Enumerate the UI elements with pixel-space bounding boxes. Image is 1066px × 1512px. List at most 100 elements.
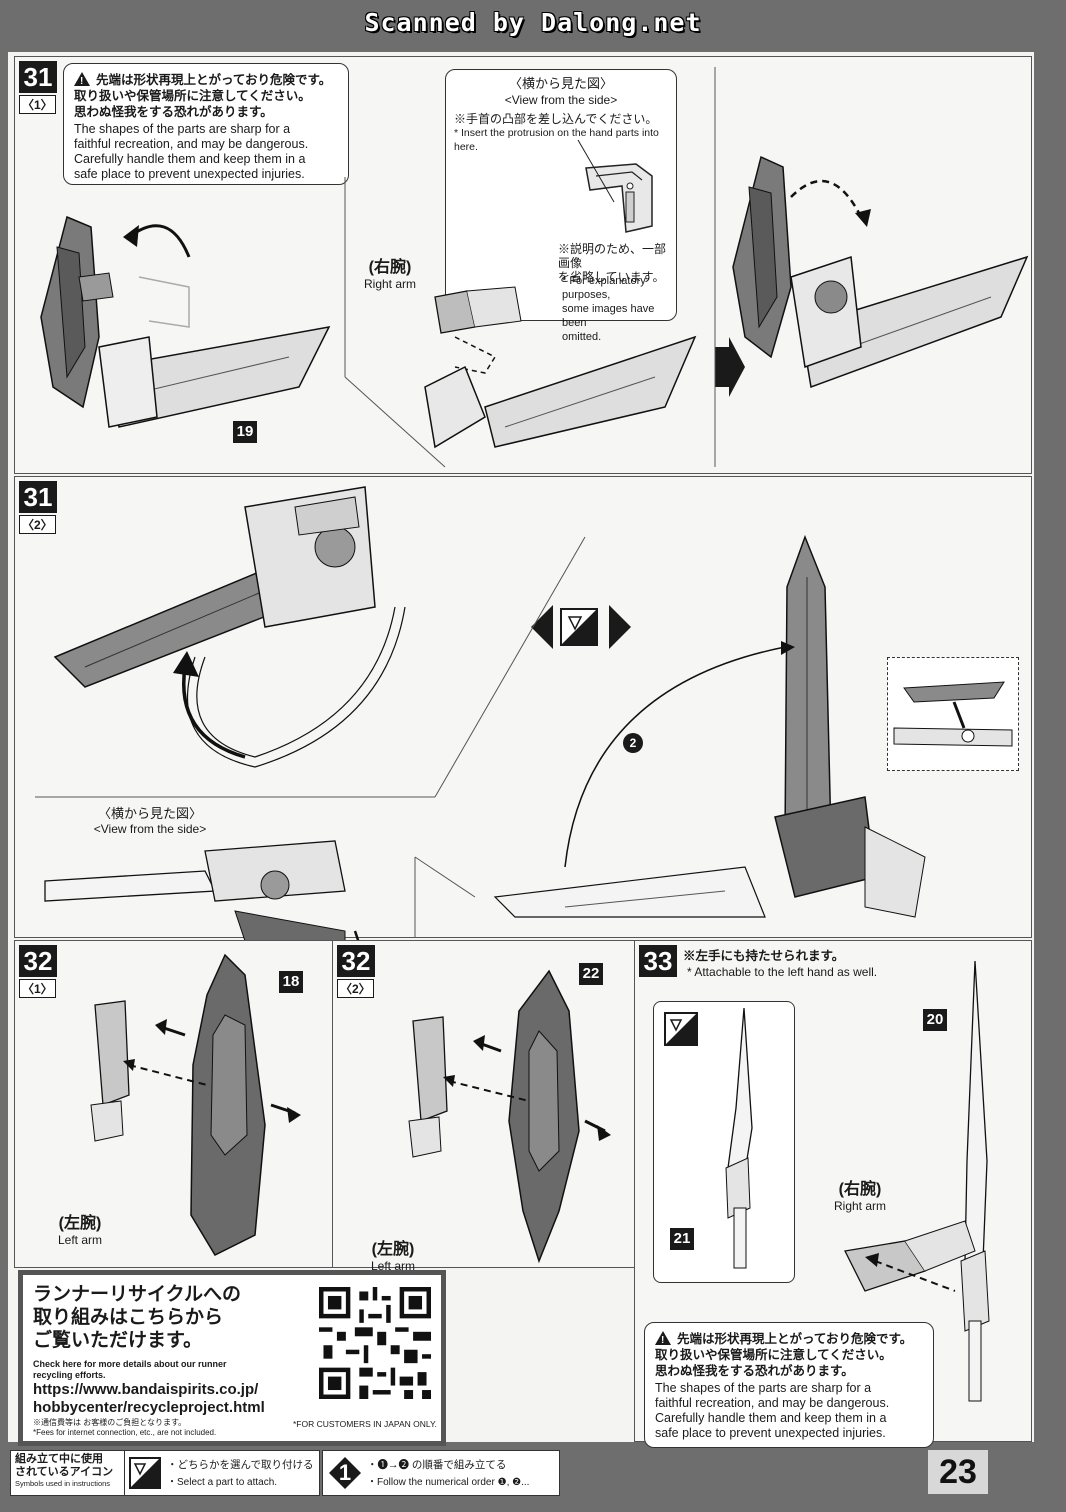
left-arm-en-2: Left arm: [370, 1259, 415, 1273]
warning2-jp-1: 先端は形状再現上とがっており危険です。: [677, 1332, 913, 1346]
spear-short-illustration: [725, 1007, 753, 1269]
order-2: 2: [623, 733, 643, 753]
right-arm-jp-33: (右腕): [838, 1181, 882, 1198]
hand-socket-illustration: [585, 163, 653, 233]
side-view-en-2: <View from the side>: [93, 822, 207, 836]
side-view-jp-2: 〈横から見た図〉: [97, 806, 202, 821]
warning-jp-1: 先端は形状再現上とがっており危険です。: [96, 73, 332, 87]
omit-note-jp-1: ※説明のため、一部画像: [558, 242, 667, 270]
shield-attach-illustration-2: [408, 969, 611, 1264]
right-arm-jp: (右腕): [368, 259, 412, 276]
detail-inset: [887, 657, 1019, 771]
shield-sword-illustration-1: [40, 215, 331, 428]
insert-note-jp: ※手首の凸部を差し込んでください。: [454, 112, 658, 126]
panel-dividers: [344, 67, 716, 468]
part-number-21: 21: [670, 1228, 694, 1250]
step-number: 33: [639, 945, 677, 977]
symbols-legend: 組み立て中に使用 されているアイコン Symbols used in instr…: [10, 1450, 126, 1496]
select-icon: [129, 1457, 161, 1489]
side-view-callout: 〈横から見た図〉 <View from the side> ※手首の凸部を差し込…: [445, 69, 677, 343]
omit-note-jp-2: を省略しています。: [558, 270, 665, 284]
recycle-fee-1: ※通信費等は お客様のご負担となります。: [33, 1418, 187, 1427]
left-arm-en-1: Left arm: [57, 1233, 102, 1247]
part-number-19: 19: [233, 421, 257, 443]
next-arrow: [715, 337, 745, 397]
part-number-22: 22: [579, 963, 603, 985]
side-view-en: <View from the side>: [504, 93, 618, 107]
recycle-title-3: ご覧いただけます。: [33, 1329, 203, 1351]
right-arm-label: (右腕) Right arm: [355, 253, 425, 291]
right-arm-en: Right arm: [363, 277, 416, 291]
warning2-en-1: The shapes of the parts are sharp for a: [655, 1381, 872, 1395]
qr-code[interactable]: [319, 1287, 431, 1399]
part-number-20: 20: [923, 1009, 947, 1031]
right-arm-en-33: Right arm: [833, 1199, 886, 1213]
select-icon-swap: [531, 605, 631, 649]
warning2-en-3: Carefully handle them and keep them in a: [655, 1411, 887, 1425]
watermark: Scanned by Dalong.net: [364, 8, 702, 37]
recycle-check-1: Check here for more details about our ru…: [33, 1359, 227, 1369]
step-32-2-panel: 32 〈2〉 22 (左腕) Left arm: [332, 940, 636, 1273]
recycle-box: ランナーリサイクルへの 取り組みはこちらから ご覧いただけます。 Check h…: [18, 1270, 446, 1446]
part-number-18: 18: [279, 971, 303, 993]
select-icon-small: [664, 1012, 698, 1046]
order-en: ・Follow the numerical order ❶, ❷...: [367, 1477, 530, 1488]
omit-note-en-3: omitted.: [562, 331, 602, 343]
recycle-url-2[interactable]: hobbycenter/recycleproject.html: [33, 1399, 265, 1416]
side-view-label-2: 〈横から見た図〉 <View from the side>: [55, 803, 245, 836]
symbols-en: Symbols used in instructions: [15, 1479, 111, 1488]
leader-line: [577, 139, 615, 203]
assembled-sword-illustration: [732, 155, 1029, 389]
recycle-title-1: ランナーリサイクルへの: [33, 1283, 242, 1305]
step-sub-number: 〈1〉: [19, 979, 56, 998]
warning-jp-3: 思わぬ怪我をする恐れがあります。: [74, 105, 273, 119]
warning-icon: !: [74, 72, 90, 87]
warning-icon-2: !: [655, 1331, 671, 1346]
symbols-jp-2: されているアイコン: [15, 1466, 114, 1478]
recycle-url-1[interactable]: https://www.bandaispirits.co.jp/: [33, 1381, 259, 1398]
step-sub-number: 〈2〉: [337, 979, 374, 998]
select-jp: ・どちらかを選んで取り付ける: [167, 1459, 314, 1471]
omit-note-en-2: some images have been: [562, 303, 655, 329]
warning-en-4: safe place to prevent unexpected injurie…: [74, 167, 305, 181]
left-arm-jp-1: (左腕): [58, 1215, 102, 1232]
sword-rotation-illustration: [53, 486, 406, 768]
step-number: 32: [337, 945, 375, 977]
step-sub-number: 〈1〉: [19, 95, 56, 114]
warning-box-2: ! 先端は形状再現上とがっており危険です。 取り扱いや保管場所に注意してください。…: [644, 1322, 934, 1448]
select-legend: ・どちらかを選んで取り付ける ・Select a part to attach.: [124, 1450, 320, 1496]
warning2-jp-3: 思わぬ怪我をする恐れがあります。: [655, 1364, 854, 1378]
symbols-jp-1: 組み立て中に使用: [15, 1453, 103, 1465]
recycle-url[interactable]: https://www.bandaispirits.co.jp/ hobbyce…: [33, 1381, 265, 1417]
warning2-jp-2: 取り扱いや保管場所に注意してください。: [655, 1348, 892, 1362]
instruction-page: 31 〈1〉 ! 先端は形状再現上とがっており危険です。 取り扱いや保管場所に注意…: [8, 52, 1034, 1448]
recycle-fee-2: *Fees for internet connection, etc., are…: [33, 1428, 217, 1437]
warning-en-3: Carefully handle them and keep them in a: [74, 152, 306, 166]
warning-en: The shapes of the parts are sharp for a …: [74, 122, 338, 182]
step-32-1-panel: 32 〈1〉 18 (左腕) Left arm: [14, 940, 334, 1268]
left-arm-label-2: (左腕) Left arm: [353, 1235, 433, 1273]
step-number: 31: [19, 481, 57, 513]
warning-en-1: The shapes of the parts are sharp for a: [74, 122, 291, 136]
omit-note-en-1: * For explanatory purposes,: [562, 275, 646, 301]
footer-bar: 組み立て中に使用 されているアイコン Symbols used in instr…: [0, 1448, 1066, 1512]
step33-note-jp: ※左手にも持たせられます。: [683, 949, 845, 963]
side-view-jp: 〈横から見た図〉: [508, 76, 613, 91]
shield-attach-illustration: [90, 953, 301, 1256]
order-jp: ・❶→❷ の順番で組み立てる: [367, 1459, 507, 1471]
inset-illustration: [893, 681, 1013, 747]
warning-en-2: faithful recreation, and may be dangerou…: [74, 137, 309, 151]
left-arm-jp-2: (左腕): [371, 1241, 415, 1258]
right-arm-label-33: (右腕) Right arm: [815, 1175, 905, 1213]
spear-long-illustration: [960, 960, 990, 1402]
insert-note-en: * Insert the protrusion on the hand part…: [454, 127, 659, 153]
left-arm-label-1: (左腕) Left arm: [35, 1209, 125, 1247]
warning-jp-2: 取り扱いや保管場所に注意してください。: [74, 89, 311, 103]
japan-only-note: *FOR CUSTOMERS IN JAPAN ONLY.: [293, 1419, 437, 1429]
warning2-en-2: faithful recreation, and may be dangerou…: [655, 1396, 890, 1410]
step-number: 31: [19, 61, 57, 93]
sword-upright-illustration: [493, 534, 926, 958]
recycle-check-2: recycling efforts.: [33, 1370, 106, 1380]
step33-note-en: * Attachable to the left hand as well.: [687, 965, 878, 979]
step-31-1-panel: 31 〈1〉 ! 先端は形状再現上とがっており危険です。 取り扱いや保管場所に注意…: [14, 56, 1032, 474]
